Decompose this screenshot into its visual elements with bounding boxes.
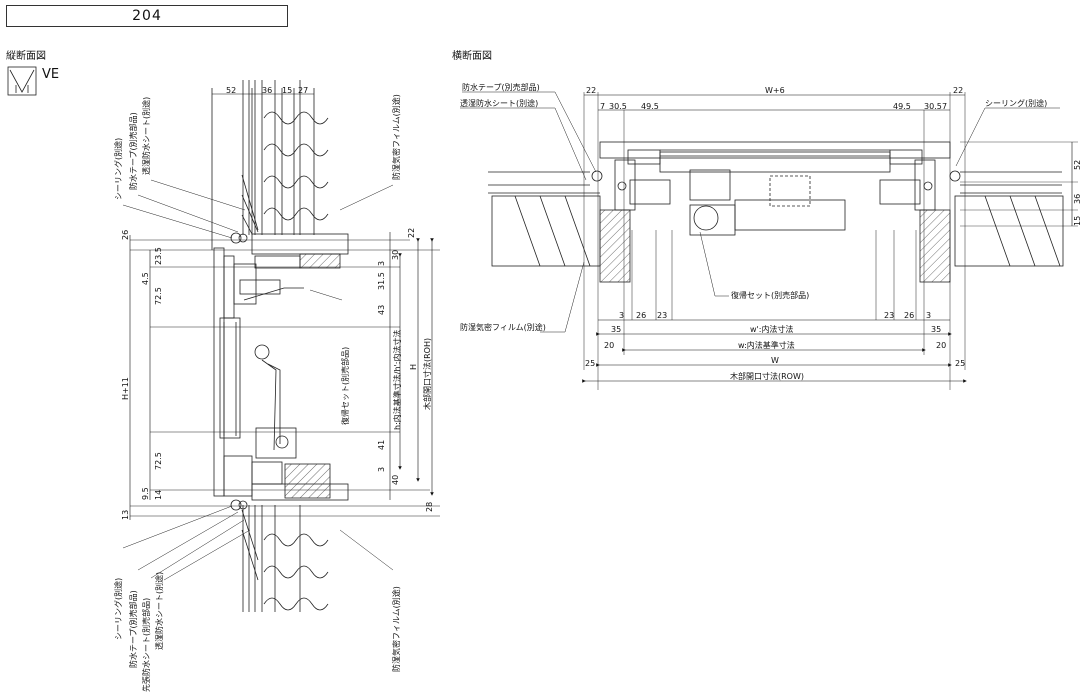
dim-49-5-left: 49.5 bbox=[641, 102, 659, 111]
dim-25-right: 25 bbox=[955, 359, 965, 368]
dim-22-left: 22 bbox=[586, 86, 596, 95]
horizontal-dim-texts: 22 W+6 22 7 30.5 49.5 49.5 30.5 7 52 36 … bbox=[585, 86, 1082, 381]
label-sheet-bottom: 透湿防水シート(別途) bbox=[154, 572, 164, 650]
dim-23-right: 23 bbox=[884, 311, 894, 320]
dim-w-plus-6: W+6 bbox=[765, 86, 785, 95]
dim-30: 30 bbox=[391, 250, 400, 260]
dim-3-bottom: 3 bbox=[377, 467, 386, 472]
dim-h-plus-11: H+11 bbox=[121, 377, 130, 400]
label-sealing-bottom: シーリング(別途) bbox=[113, 578, 123, 640]
label-sealing-top: シーリング(別途) bbox=[113, 138, 123, 200]
dim-W: W bbox=[771, 356, 779, 365]
vertical-section-drawing bbox=[130, 80, 440, 612]
horizontal-callouts: 防水テープ(別売部品) 透湿防水シート(別途) シーリング(別途) 復帰セット(… bbox=[460, 82, 1047, 332]
dim-49-5-right: 49.5 bbox=[893, 102, 911, 111]
dim-20-right: 20 bbox=[936, 341, 946, 350]
ve-symbol-label: VE bbox=[42, 67, 60, 82]
dim-35-right: 35 bbox=[931, 325, 941, 334]
dim-52: 52 bbox=[226, 86, 236, 95]
dim-3-top: 3 bbox=[377, 261, 386, 266]
dim-28: 28 bbox=[425, 502, 434, 512]
label-presheet-bottom: 先張防水シート(別売部品) bbox=[141, 598, 151, 692]
dim-9-5: 9.5 bbox=[141, 487, 150, 500]
vertical-dim-left-texts: 26 23.5 4.5 72.5 H+11 72.5 9.5 14 13 bbox=[121, 230, 163, 520]
dim-7-left: 7 bbox=[600, 102, 605, 111]
dim-23-5: 23.5 bbox=[154, 247, 163, 265]
dim-7-right: 7 bbox=[942, 102, 947, 111]
h-label-sealing: シーリング(別途) bbox=[985, 98, 1047, 108]
label-tape-top: 防水テープ(別売部品) bbox=[128, 112, 138, 190]
dim-23-left: 23 bbox=[657, 311, 667, 320]
dim-72-5-top: 72.5 bbox=[154, 287, 163, 305]
dim-26-right: 26 bbox=[904, 311, 914, 320]
dim-13: 13 bbox=[121, 510, 130, 520]
horizontal-leader-lines bbox=[460, 91, 1060, 333]
label-film-top: 防湿気密フィルム(別途) bbox=[391, 94, 401, 180]
dim-36: 36 bbox=[262, 86, 272, 95]
label-sheet-top: 透湿防水シート(別途) bbox=[141, 97, 151, 175]
dim-30-5-left: 30.5 bbox=[609, 102, 627, 111]
dim-4-5: 4.5 bbox=[141, 272, 150, 285]
dim-72-5-bottom: 72.5 bbox=[154, 452, 163, 470]
dim-ROW: 木部開口寸法(ROW) bbox=[730, 371, 804, 381]
label-return-set: 復帰セット(別売部品) bbox=[340, 347, 350, 425]
label-film-bottom: 防湿気密フィルム(別途) bbox=[391, 586, 401, 672]
dim-26: 26 bbox=[121, 230, 130, 240]
horizontal-dimension-lines bbox=[582, 94, 1078, 383]
vertical-dim-right-texts: 22 30 3 31.5 43 41 3 40 28 h:内法基準寸法/h':内… bbox=[377, 228, 434, 512]
h-label-tape: 防水テープ(別売部品) bbox=[462, 82, 540, 92]
page-number-box: 204 bbox=[6, 5, 288, 27]
dim-40: 40 bbox=[391, 475, 400, 485]
dim-h-inner: h:内法基準寸法/h':内法寸法 bbox=[392, 330, 402, 430]
h-label-sheet: 透湿防水シート(別途) bbox=[460, 98, 538, 108]
h-label-film: 防湿気密フィルム(別途) bbox=[460, 322, 546, 332]
label-tape-bottom: 防水テープ(別売部品) bbox=[128, 590, 138, 668]
dim-36-right: 36 bbox=[1073, 194, 1082, 204]
dim-w-prime: w':内法寸法 bbox=[750, 324, 793, 334]
dim-14: 14 bbox=[154, 490, 163, 500]
dim-ROH: 木部開口寸法(ROH) bbox=[422, 338, 432, 410]
horizontal-section-drawing bbox=[488, 92, 1064, 390]
dim-15: 15 bbox=[282, 86, 292, 95]
dim-35-left: 35 bbox=[611, 325, 621, 334]
dim-22-right: 22 bbox=[953, 86, 963, 95]
dim-w: w:内法基準寸法 bbox=[738, 340, 795, 350]
dim-41: 41 bbox=[377, 440, 386, 450]
ve-symbol-icon bbox=[7, 66, 37, 96]
dim-20-left: 20 bbox=[604, 341, 614, 350]
dim-H: H bbox=[409, 364, 418, 370]
vertical-dimension-lines bbox=[129, 93, 434, 520]
dim-22: 22 bbox=[407, 228, 416, 238]
dim-43: 43 bbox=[377, 305, 386, 315]
dim-52-right: 52 bbox=[1073, 160, 1082, 170]
dim-3-left: 3 bbox=[619, 311, 624, 320]
vertical-dim-top-texts: 52 36 15 27 bbox=[226, 86, 308, 95]
vertical-section-title: 縦断面図 bbox=[6, 51, 46, 62]
dim-26-left: 26 bbox=[636, 311, 646, 320]
horizontal-section-title: 横断面図 bbox=[452, 51, 492, 62]
dim-30-5-right: 30.5 bbox=[924, 102, 942, 111]
h-label-return: 復帰セット(別売部品) bbox=[731, 290, 809, 300]
vertical-callouts: シーリング(別途) 防水テープ(別売部品) 透湿防水シート(別途) 防湿気密フィ… bbox=[113, 94, 401, 692]
dim-3-right: 3 bbox=[926, 311, 931, 320]
vertical-leader-lines bbox=[122, 179, 394, 581]
dim-25-left: 25 bbox=[585, 359, 595, 368]
dim-15-right: 15 bbox=[1073, 216, 1082, 226]
dim-31-5: 31.5 bbox=[377, 272, 386, 290]
dim-27: 27 bbox=[298, 86, 308, 95]
